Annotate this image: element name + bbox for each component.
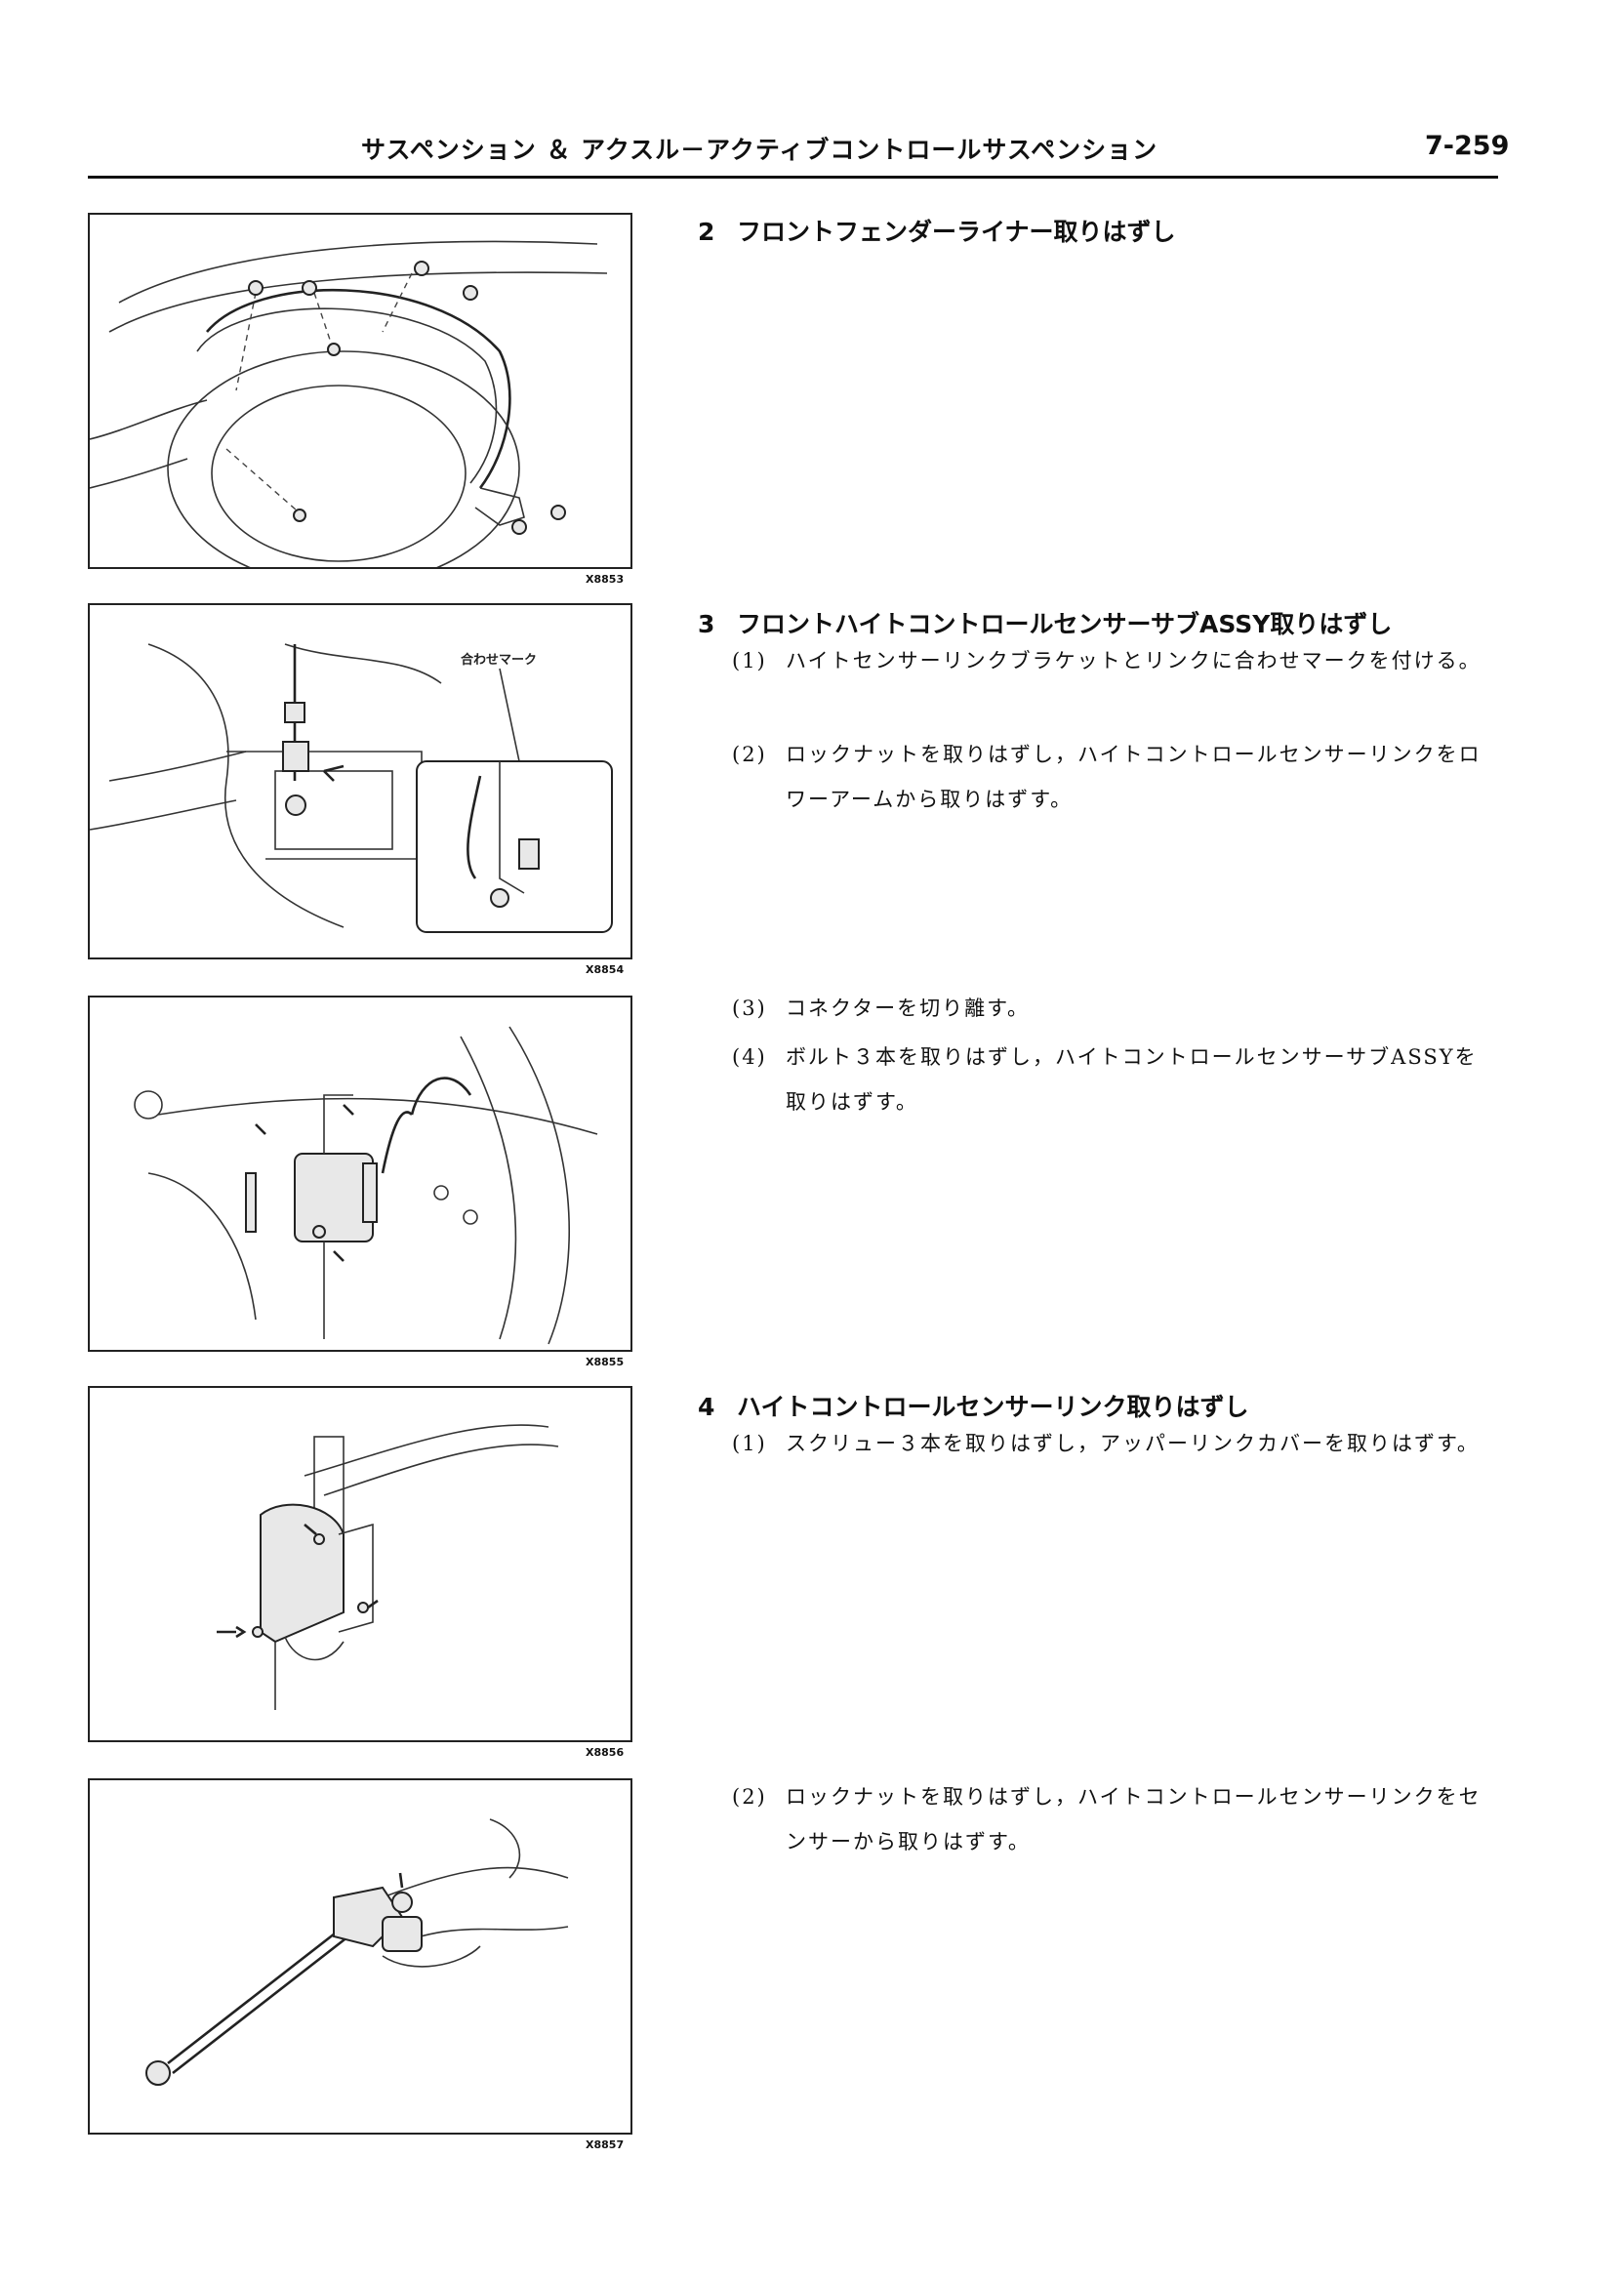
clip-icon xyxy=(248,261,566,535)
section-number: 2 xyxy=(698,218,715,246)
link-cover-illustration xyxy=(217,1424,559,1710)
step-item: (2) ロックナットを取りはずし，ハイトコントロールセンサーリンクをセンサーから… xyxy=(732,1774,1493,1864)
step-item: (2) ロックナットを取りはずし，ハイトコントロールセンサーリンクをロワーアーム… xyxy=(732,732,1493,822)
step-number: (4) xyxy=(732,1045,767,1069)
step-item: (1) スクリュー３本を取りはずし，アッパーリンクカバーを取りはずす。 xyxy=(732,1421,1493,1466)
figure-link-mark: 合わせマーク xyxy=(88,603,632,959)
step-text: ロックナットを取りはずし，ハイトコントロールセンサーリンクをロワーアームから取り… xyxy=(786,743,1482,811)
sensor-link-illustration xyxy=(145,1818,569,2086)
step-number: (3) xyxy=(732,997,767,1020)
header-rule xyxy=(88,176,1498,179)
link-mark-illustration: 合わせマーク xyxy=(90,643,613,933)
step-number: (1) xyxy=(732,649,767,672)
step-number: (2) xyxy=(732,1785,767,1809)
step-text: スクリュー３本を取りはずし，アッパーリンクカバーを取りはずす。 xyxy=(786,1432,1480,1455)
alignment-mark-label: 合わせマーク xyxy=(461,652,537,668)
figure-code: X8857 xyxy=(586,2138,625,2151)
section-title: フロントハイトコントロールセンサーサブASSY取りはずし xyxy=(737,610,1393,638)
step-text: ボルト３本を取りはずし，ハイトコントロールセンサーサブASSYを取りはずす。 xyxy=(786,1045,1478,1114)
section-title: フロントフェンダーライナー取りはずし xyxy=(737,218,1176,246)
figure-code: X8855 xyxy=(586,1356,625,1368)
page-number: 7-259 xyxy=(1425,131,1510,161)
step-item: (4) ボルト３本を取りはずし，ハイトコントロールセンサーサブASSYを取りはず… xyxy=(732,1035,1493,1124)
step-number: (2) xyxy=(732,743,767,766)
figure-sensor-link xyxy=(88,1778,632,2135)
figure-sensor-assy xyxy=(88,996,632,1352)
sensor-assy-illustration xyxy=(134,1026,598,1345)
section-number: 4 xyxy=(698,1393,715,1421)
step-text: ハイトセンサーリンクブラケットとリンクに合わせマークを付ける。 xyxy=(786,649,1482,672)
section-number: 3 xyxy=(698,610,715,638)
section-heading: 3 フロントハイトコントロールセンサーサブASSY取りはずし xyxy=(698,605,1392,640)
figure-code: X8853 xyxy=(586,573,625,586)
link-end xyxy=(145,2060,171,2086)
sensor-body xyxy=(294,1153,374,1242)
section-title: ハイトコントロールセンサーリンク取りはずし xyxy=(737,1393,1249,1421)
upper-link-cover xyxy=(260,1503,345,1644)
step-text: コネクターを切り離す。 xyxy=(786,997,1031,1020)
figure-fender-liner xyxy=(88,213,632,569)
figure-code: X8856 xyxy=(586,1746,625,1759)
section-heading: 2 フロントフェンダーライナー取りはずし xyxy=(698,213,1176,248)
section-heading: 4 ハイトコントロールセンサーリンク取りはずし xyxy=(698,1388,1249,1423)
step-number: (1) xyxy=(732,1432,767,1455)
step-item: (3) コネクターを切り離す。 xyxy=(732,986,1493,1031)
detail-inset xyxy=(416,760,613,933)
fender-liner-illustration xyxy=(90,240,608,567)
step-text: ロックナットを取りはずし，ハイトコントロールセンサーリンクをセンサーから取りはず… xyxy=(786,1785,1482,1853)
figure-link-cover xyxy=(88,1386,632,1742)
step-item: (1) ハイトセンサーリンクブラケットとリンクに合わせマークを付ける。 xyxy=(732,638,1493,683)
figure-code: X8854 xyxy=(586,963,625,976)
page-header-title: サスペンション ＆ アクスル－アクティブコントロールサスペンション xyxy=(361,136,1158,164)
